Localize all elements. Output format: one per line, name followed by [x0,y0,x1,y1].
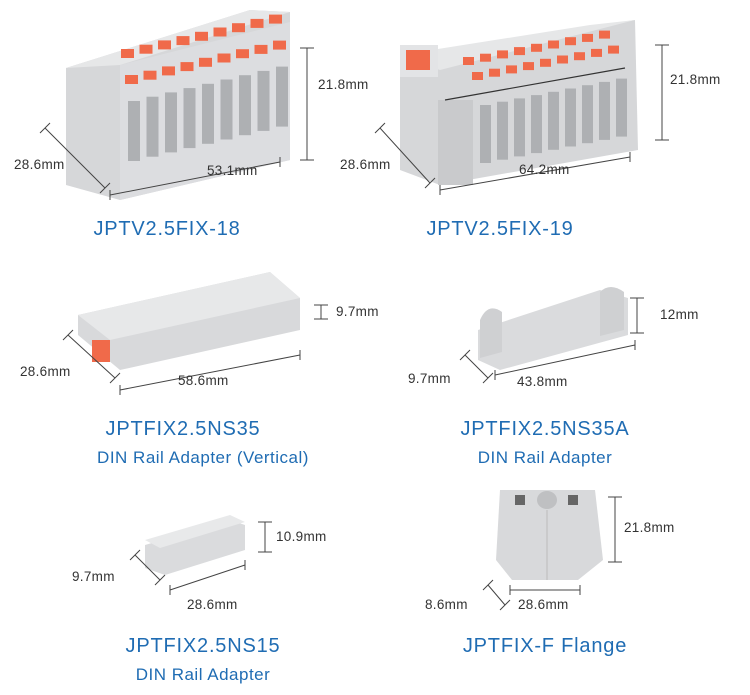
product-title: JPTFIX-F Flange [462,635,628,657]
product-title: JPTFIX2.5NS15 [125,635,281,657]
push-lever [489,68,500,77]
push-lever [599,30,610,39]
push-lever [557,55,568,64]
wire-slot [276,66,288,127]
push-lever [195,31,208,41]
width-label: 64.2mm [519,162,570,177]
wire-slot [548,91,559,150]
push-lever [497,50,508,59]
orange-push-levers [406,30,619,80]
product-subtitle: DIN Rail Adapter [477,448,613,467]
push-lever [180,62,194,72]
push-lever [199,57,212,67]
din-rail-adapter-15-image [145,515,245,575]
push-lever [548,40,559,49]
wire-entry-slots [480,78,627,163]
product-subtitle: DIN Rail Adapter (Vertical) [97,448,309,467]
push-lever [582,33,593,42]
push-lever [139,44,153,54]
push-lever [406,50,430,70]
height-label: 9.7mm [336,304,379,319]
height-label: 21.8mm [318,77,369,92]
wire-slot [239,75,251,136]
push-lever [574,52,585,61]
push-lever [608,45,619,54]
width-label: 58.6mm [178,373,229,388]
wire-slot [565,88,576,147]
wire-slot [599,81,610,140]
din-rail-adapter-a-image [478,287,628,370]
din-rail-adapter-vertical-image [78,272,300,370]
depth-label: 28.6mm [340,157,391,172]
width-label: 53.1mm [207,163,258,178]
wire-slot [165,92,177,153]
push-lever [472,72,483,80]
wire-slot [128,101,140,161]
push-lever [143,70,157,80]
push-lever [565,37,576,46]
terminal-block-19-image [400,20,638,185]
push-lever [540,58,551,67]
push-lever [176,36,190,46]
height-label: 21.8mm [670,72,721,87]
depth-label: 9.7mm [72,569,115,584]
dimension-lines [39,44,669,611]
push-lever [254,44,268,54]
depth-label: 28.6mm [14,157,65,172]
push-lever [250,18,264,28]
wire-slot [497,101,508,160]
push-lever [506,65,517,74]
wire-slot [480,105,491,163]
wire-slot [257,70,270,131]
product-subtitle: DIN Rail Adapter [135,665,271,684]
height-label: 12mm [660,307,699,322]
wire-slot [183,88,196,149]
wire-slot [616,78,627,137]
push-lever [591,48,602,57]
push-lever [514,47,525,56]
push-lever [125,75,138,84]
terminal-block-18-image [66,10,290,200]
push-lever [531,43,542,52]
product-title: JPTV2.5FIX-19 [426,218,574,240]
push-lever [121,49,134,58]
push-lever [480,53,491,62]
wire-slot [582,85,593,144]
height-label: 10.9mm [276,529,327,544]
push-lever [213,27,227,37]
push-lever [217,53,231,63]
height-label: 21.8mm [624,520,675,535]
flange-image [496,490,603,580]
wire-slot [220,79,233,140]
wire-entry-slots [128,66,288,161]
wire-slot [146,96,159,157]
push-lever [523,62,534,71]
width-label: 28.6mm [187,597,238,612]
wire-slot [514,98,525,157]
product-title: JPTFIX2.5NS35 [105,418,261,440]
depth-label: 28.6mm [20,364,71,379]
depth-label: 8.6mm [425,597,468,612]
push-lever [273,40,286,50]
width-label: 28.6mm [518,597,569,612]
product-title: JPTV2.5FIX-18 [93,218,241,240]
wire-slot [531,95,542,154]
push-lever [236,49,249,59]
push-lever [269,14,282,24]
wire-slot [202,83,214,144]
product-title: JPTFIX2.5NS35A [460,418,630,440]
push-lever [232,23,245,33]
push-lever [463,57,474,65]
depth-label: 9.7mm [408,371,451,386]
push-lever [158,40,171,50]
orange-push-levers [121,14,286,84]
width-label: 43.8mm [517,374,568,389]
push-lever [162,66,175,76]
